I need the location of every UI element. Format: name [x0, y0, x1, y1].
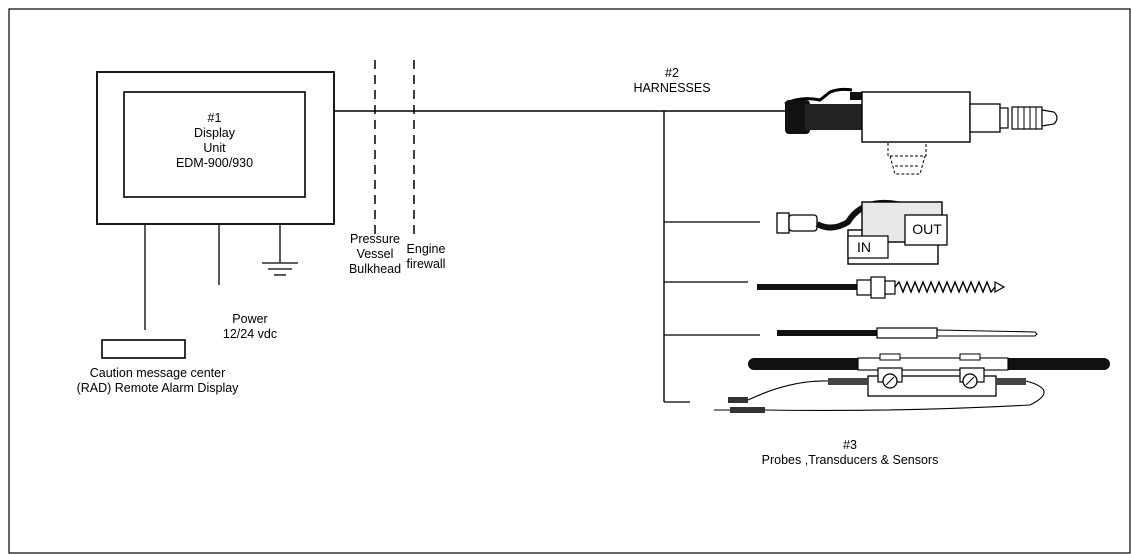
display-unit-screen: [123, 91, 306, 198]
rad-label: Caution message center (RAD) Remote Alar…: [50, 366, 265, 396]
rad-box: [101, 339, 186, 359]
harnesses-number: #2: [665, 66, 679, 80]
probes-label: #3 Probes ,Transducers & Sensors: [730, 438, 970, 468]
bulkhead-line2: Vessel: [356, 247, 394, 261]
display-unit-line1: Display: [194, 126, 235, 140]
harnesses-label: #2 HARNESSES: [612, 66, 732, 96]
probes-number: #3: [843, 438, 857, 452]
ground-symbol: [262, 224, 298, 276]
harnesses-text: HARNESSES: [633, 81, 711, 95]
diagram-frame: [8, 8, 1131, 554]
pressure-sensor: [784, 87, 1058, 175]
firewall-line2: firewall: [406, 257, 446, 271]
bulkhead-line1: Pressure: [349, 232, 401, 246]
egt-probe: [777, 327, 1038, 339]
power-label: Power 12/24 vdc: [200, 312, 300, 342]
bulkhead-line3: Bulkhead: [348, 262, 402, 276]
fuel-flow-in-label: IN: [857, 239, 871, 255]
probes-text: Probes ,Transducers & Sensors: [761, 453, 939, 467]
rad-line2: (RAD) Remote Alarm Display: [76, 381, 239, 395]
bulkhead-label: Pressure Vessel Bulkhead: [320, 232, 430, 277]
display-unit: [96, 71, 335, 225]
power-line2: 12/24 vdc: [222, 327, 278, 341]
cht-probe: [757, 276, 1006, 299]
fuel-flow-out-label: OUT: [912, 221, 942, 237]
display-unit-line2: Unit: [203, 141, 226, 155]
current-shunt: [714, 353, 1110, 413]
rad-line1: Caution message center: [89, 366, 226, 380]
firewall-line1: Engine: [406, 242, 446, 256]
firewall-label: Engine firewall: [396, 242, 456, 272]
display-unit-number: #1: [207, 111, 222, 125]
display-unit-model: EDM-900/930: [175, 156, 254, 170]
fuel-flow-transducer: [776, 199, 948, 265]
display-unit-label: #1 Display Unit EDM-900/930: [124, 111, 305, 171]
power-line1: Power: [232, 312, 268, 326]
